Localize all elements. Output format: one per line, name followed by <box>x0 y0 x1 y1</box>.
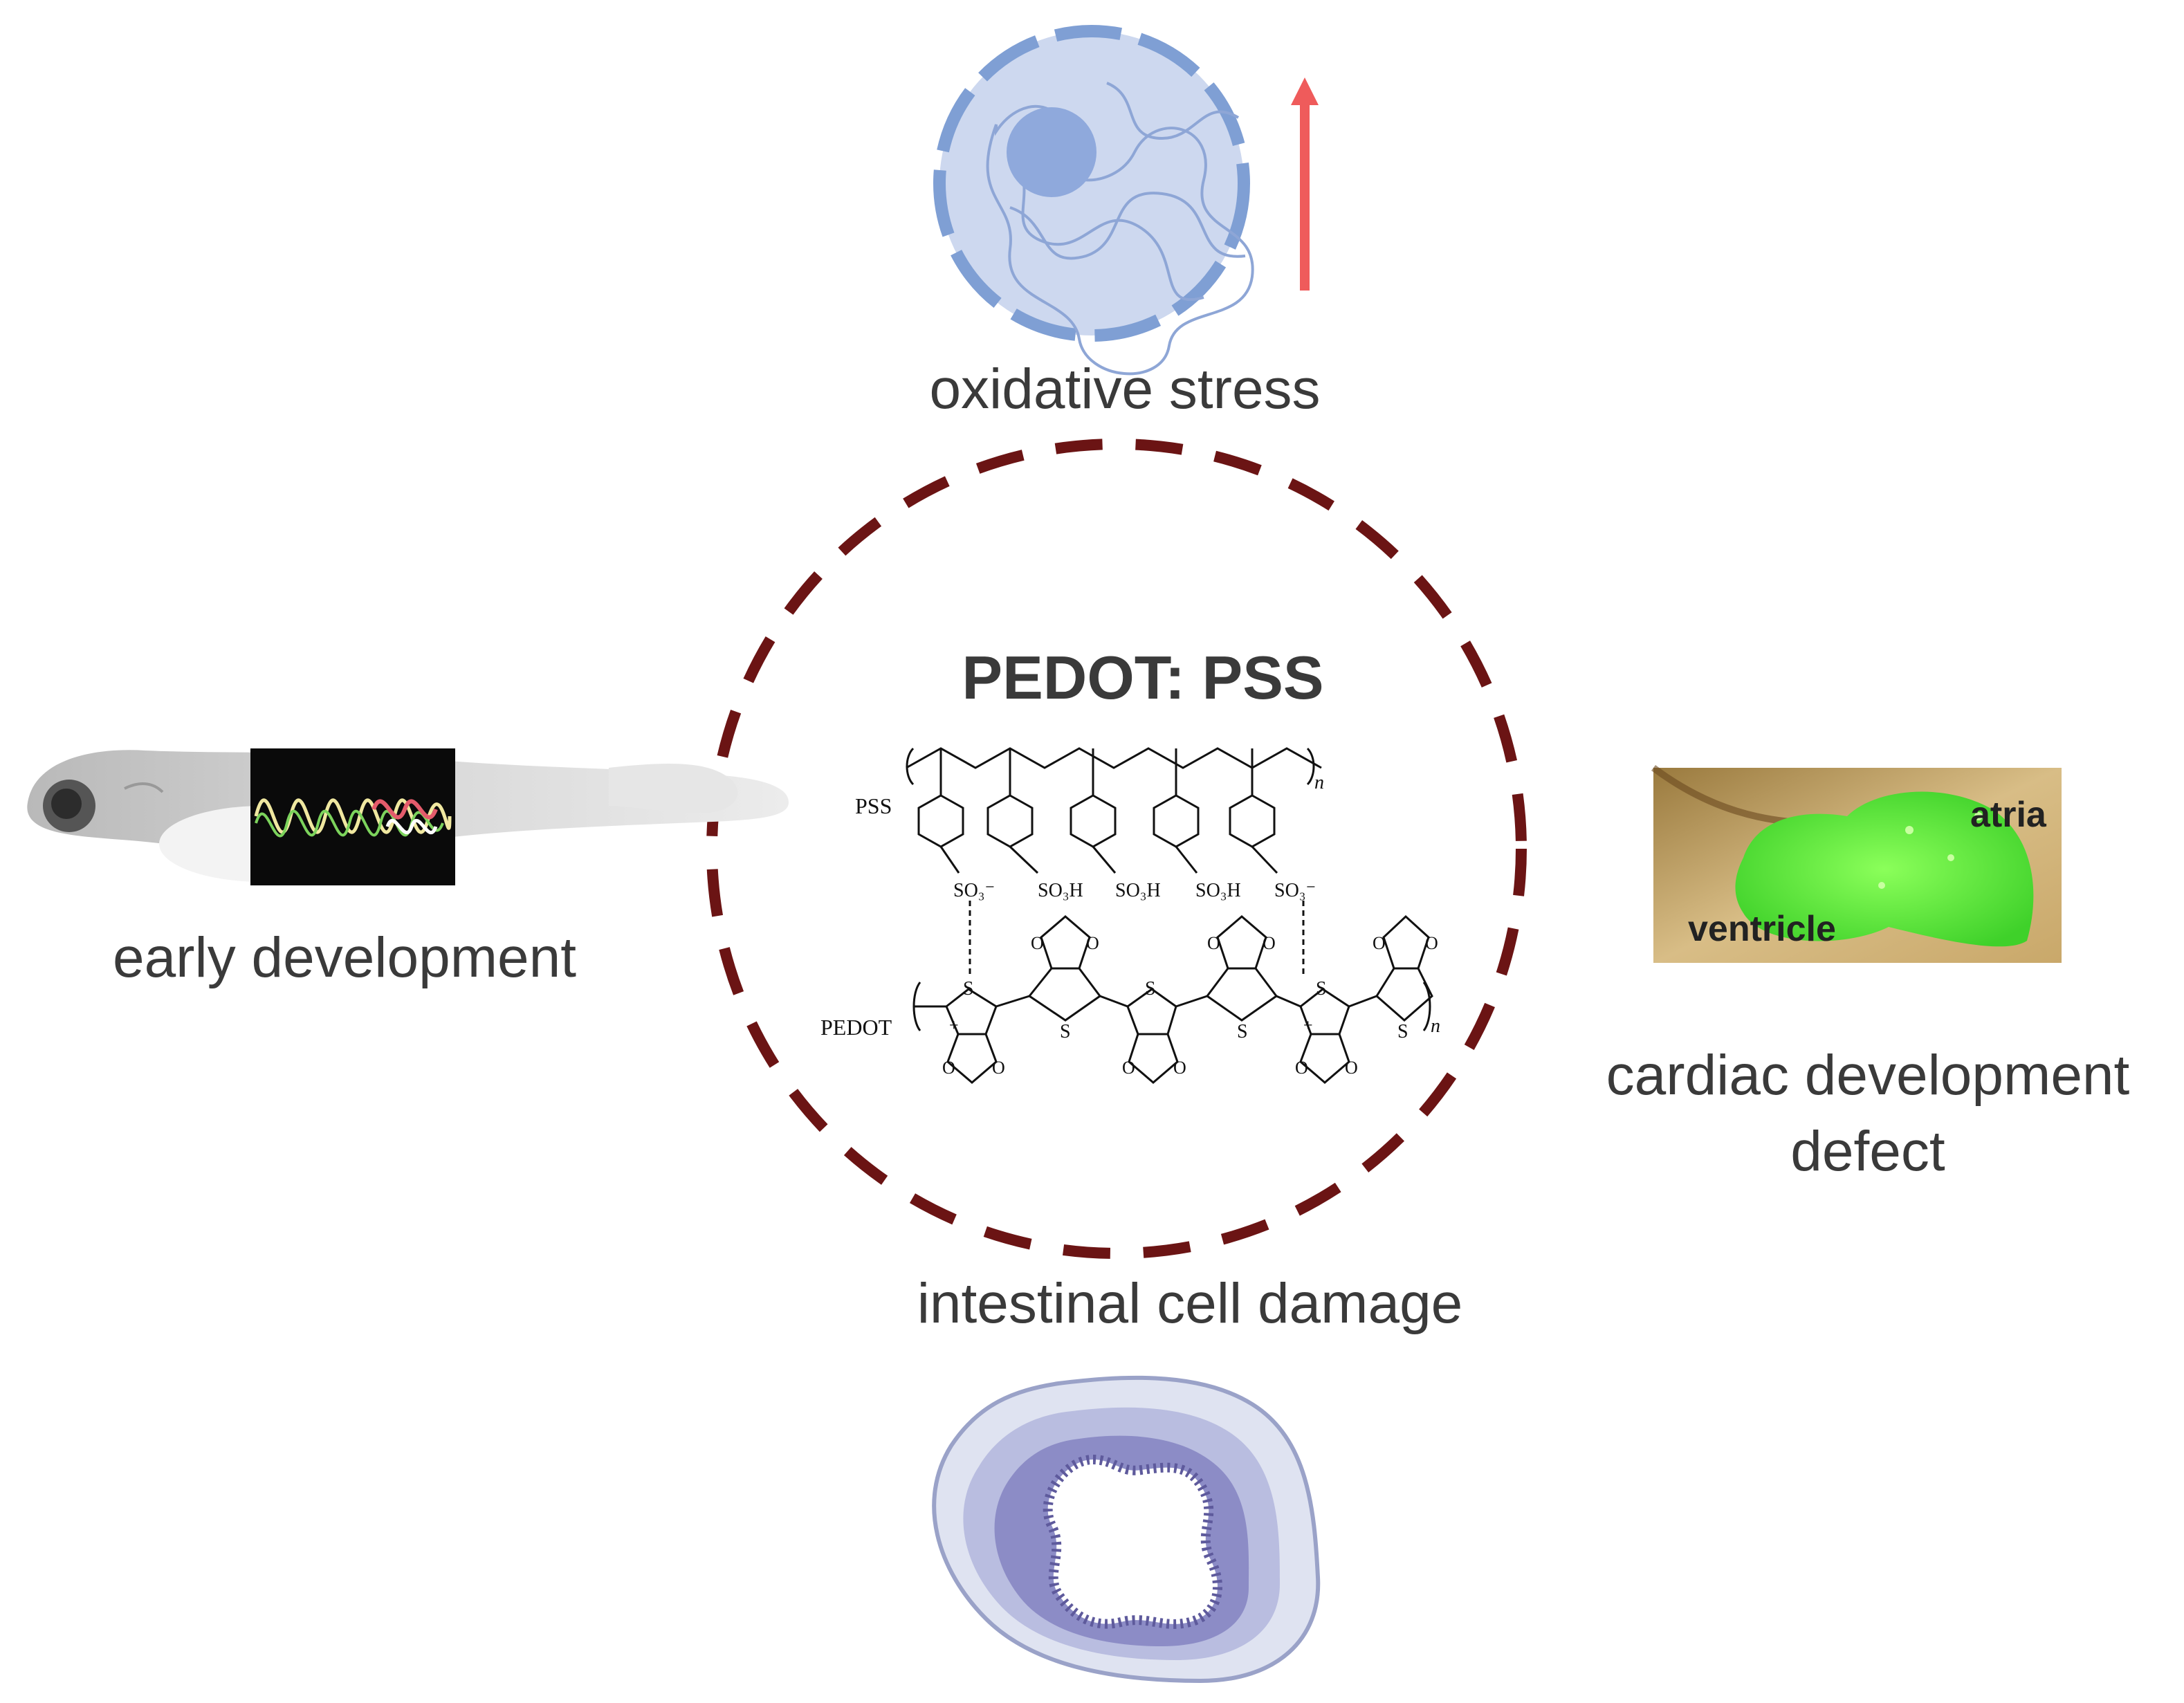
oxidative-stress-label: oxidative stress <box>929 358 1320 421</box>
atria-label: atria <box>1970 795 2047 835</box>
up-arrow-icon <box>1291 77 1319 291</box>
dioxane-o-5a: O <box>1295 1058 1308 1078</box>
pedot-pss-title: PEDOT: PSS <box>962 643 1323 712</box>
dioxane-o-2b: O <box>1086 933 1099 953</box>
cardiac-label-line1: cardiac development <box>1606 1044 2130 1107</box>
dioxane-o-4b: O <box>1263 933 1276 953</box>
pedot-label: PEDOT <box>820 1015 892 1040</box>
thiophene-s-1: S <box>963 978 974 1000</box>
cell-nucleus-icon <box>933 25 1254 376</box>
subscript-n-pss: n <box>1314 772 1324 793</box>
pss-label: PSS <box>855 793 892 818</box>
dioxane-o-6b: O <box>1425 933 1438 953</box>
dashed-circle <box>706 439 1527 1259</box>
benzene-ring-3 <box>1070 748 1117 874</box>
early-development-label: early development <box>113 926 576 989</box>
sulfonate-3: SO₃H <box>1115 880 1161 901</box>
thiophene-s-4: S <box>1237 1021 1248 1042</box>
dioxane-o-5b: O <box>1345 1058 1358 1078</box>
sulfonate-5: SO₃⁻ <box>1274 880 1316 901</box>
thiophene-s-3: S <box>1145 978 1156 1000</box>
intestinal-group: intestinal cell damage <box>917 1272 1463 1684</box>
thiophene-s-5: S <box>1316 978 1327 1000</box>
intestinal-damage-label: intestinal cell damage <box>917 1272 1463 1335</box>
sulfonate-2: SO₃H <box>1038 880 1083 901</box>
waveform-icon <box>250 748 455 885</box>
sulfonate-4: SO₃H <box>1195 880 1241 901</box>
sulfonate-1: SO₃⁻ <box>953 880 995 901</box>
dioxane-o-1b: O <box>992 1058 1005 1078</box>
benzene-ring-1 <box>917 748 964 874</box>
thiophene-s-6: S <box>1397 1021 1408 1042</box>
dioxane-o-6a: O <box>1373 933 1386 953</box>
dioxane-o-3a: O <box>1122 1058 1135 1078</box>
pedot-structure: PEDOT n S + O O S O O S O O S O O <box>820 914 1440 1084</box>
cardiac-group: atria ventricle cardiac development defe… <box>1606 764 2130 1183</box>
dioxane-o-4a: O <box>1207 933 1220 953</box>
heart-image: atria ventricle <box>1651 764 2062 963</box>
dioxane-o-2a: O <box>1031 933 1044 953</box>
cardiac-label-line2: defect <box>1790 1120 1945 1183</box>
thiophene-s-2: S <box>1060 1021 1071 1042</box>
subscript-n-pedot: n <box>1431 1015 1440 1037</box>
early-development-group: early development <box>27 748 789 989</box>
charge-plus-1: + <box>949 1017 959 1035</box>
benzene-ring-5 <box>1229 748 1278 874</box>
pss-structure: n PSS SO₃⁻ SO₃H SO₃H SO₃H <box>855 747 1324 975</box>
charge-plus-2: + <box>1303 1017 1313 1035</box>
benzene-ring-2 <box>987 748 1039 874</box>
benzene-ring-4 <box>1153 748 1200 874</box>
oxidative-stress-group: oxidative stress <box>929 25 1321 421</box>
dioxane-o-3b: O <box>1173 1058 1186 1078</box>
dioxane-o-1a: O <box>942 1058 955 1078</box>
ventricle-label: ventricle <box>1688 909 1836 949</box>
intestine-cross-section-icon <box>932 1375 1321 1684</box>
